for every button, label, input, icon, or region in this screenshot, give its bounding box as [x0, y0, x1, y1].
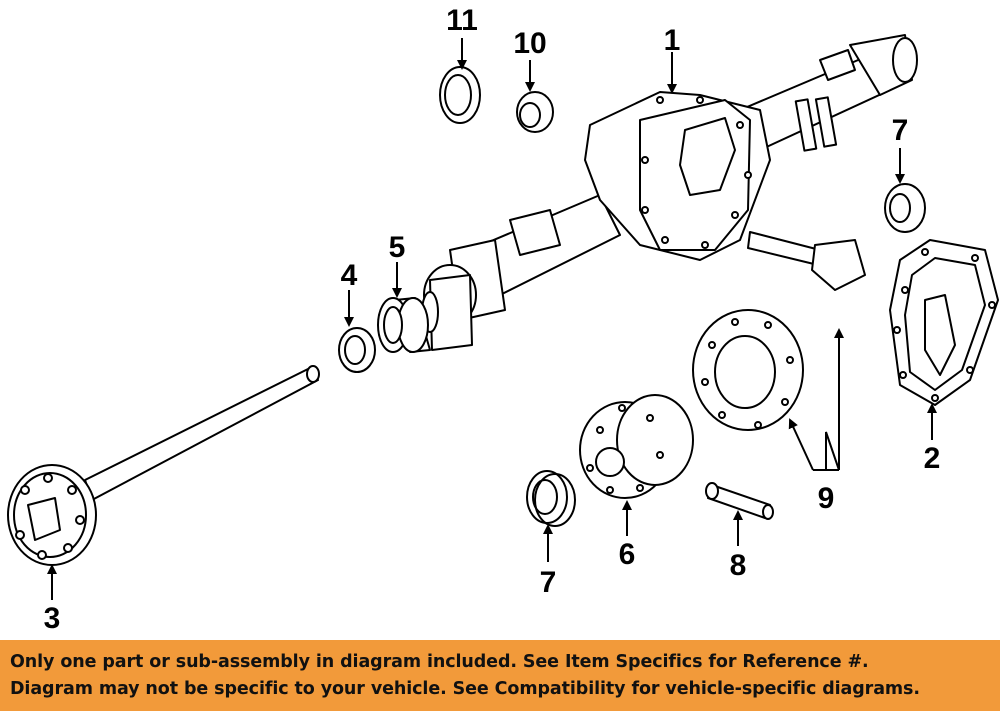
ring-and-pinion-part: [692, 231, 866, 431]
callout-4-label: 4: [341, 259, 358, 292]
pinion-seal-part: [439, 66, 481, 124]
axle-shaft-part: [7, 365, 320, 566]
axle-housing-part: [421, 34, 918, 351]
callout-1-label: 1: [664, 24, 681, 57]
callout-9-leader: [788, 328, 844, 471]
callout-8-label: 8: [730, 549, 747, 582]
differential-case-part: [579, 394, 694, 499]
callout-10-label: 10: [513, 27, 546, 60]
callout-7b-label: 7: [892, 114, 909, 147]
pinion-bearing-part: [884, 183, 926, 233]
callout-2-label: 2: [924, 442, 941, 475]
axle-bearing-part: [377, 297, 431, 353]
callout-7a-label: 7: [540, 566, 557, 599]
callout-6-label: 6: [619, 538, 636, 571]
callout-3-label: 3: [44, 602, 61, 635]
disclaimer-line-1: Only one part or sub-assembly in diagram…: [10, 652, 869, 672]
differential-cover-part: [889, 239, 999, 406]
callout-11-label: 11: [446, 4, 478, 37]
exploded-parts-diagram: 1 2 3 4 5 6 7 7 8 9 10 11: [7, 4, 999, 635]
disclaimer-banner: Only one part or sub-assembly in diagram…: [0, 640, 1000, 711]
axle-seal-part: [338, 327, 376, 373]
upper-bearing-part: [516, 91, 554, 133]
callout-9-label: 9: [818, 482, 835, 515]
callout-5-label: 5: [389, 231, 406, 264]
pinion-shaft-part: [705, 482, 774, 520]
disclaimer-line-2: Diagram may not be specific to your vehi…: [10, 679, 920, 699]
carrier-bearing-part: [526, 470, 576, 527]
